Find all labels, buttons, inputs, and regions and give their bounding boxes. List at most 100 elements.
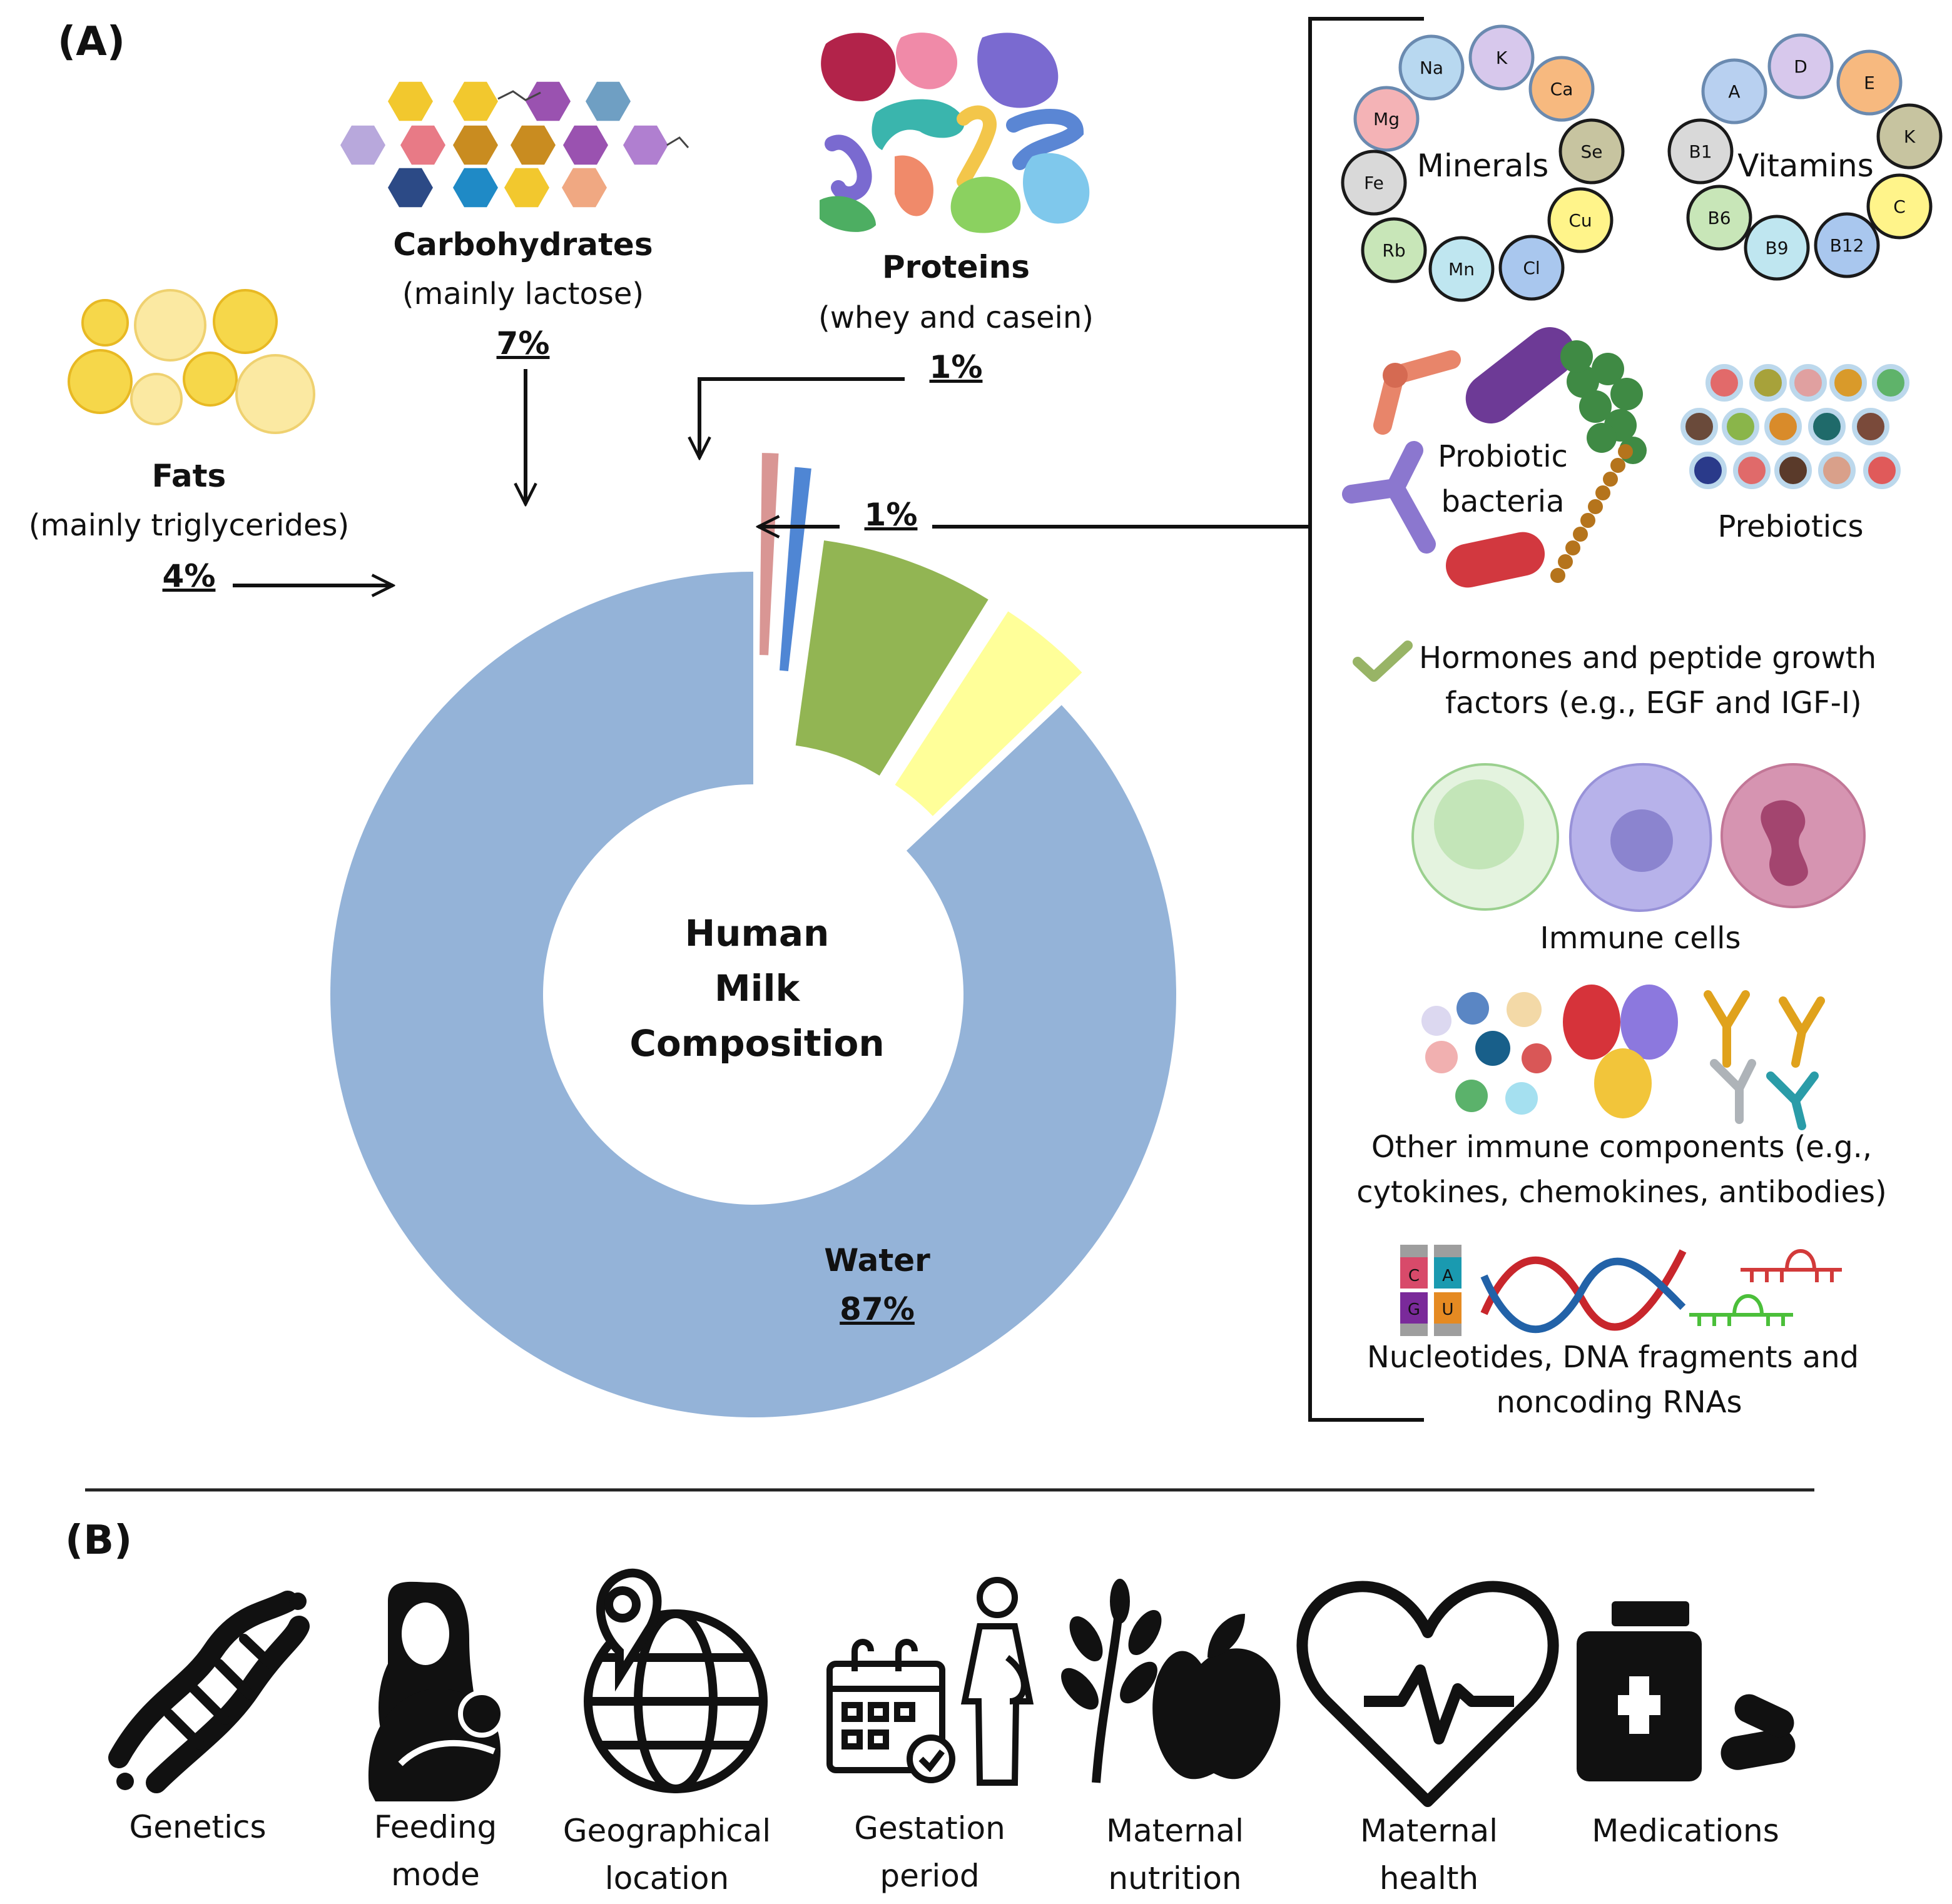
nucleotide-letter-a: A: [1442, 1267, 1453, 1285]
proteins-pct: 1%: [930, 349, 983, 385]
factor-nutrition-label-line-2: nutrition: [1108, 1860, 1241, 1896]
vitamins-symbol: C: [1893, 196, 1906, 217]
breastfeeding-icon: [368, 1581, 506, 1801]
minerals-symbol: Mn: [1448, 259, 1475, 280]
nucleotides-label-line-1: Nucleotides, DNA fragments and: [1367, 1340, 1859, 1375]
donut-slice-other-components: [760, 453, 779, 656]
vitamins-badge: B1: [1667, 118, 1734, 185]
vitamins-badge: B9: [1744, 215, 1810, 281]
minerals-title: Minerals: [1417, 148, 1549, 184]
prebiotic-bead: [1808, 408, 1846, 445]
prebiotic-bead: [1818, 452, 1856, 489]
carbohydrate-hexagon: [388, 81, 433, 121]
vitamins-symbol: B6: [1707, 208, 1731, 228]
minerals-badge: Se: [1558, 118, 1625, 185]
probiotic-bacteria-icon: [1342, 327, 1647, 588]
factor-health-label-line-2: health: [1380, 1860, 1478, 1896]
minerals-symbol: Se: [1581, 141, 1603, 162]
minerals-symbol: Rb: [1382, 240, 1405, 261]
factor-gestation-label-line-2: period: [880, 1858, 979, 1894]
factor-medications-label: Medications: [1592, 1813, 1779, 1849]
heartbeat-icon: [1296, 1581, 1559, 1807]
proteins-detail: (whey and casein): [818, 300, 1094, 335]
other-immune-label-line-2: cytokines, chemokines, antibodies): [1356, 1175, 1887, 1210]
factor-genetics-label: Genetics: [130, 1809, 267, 1845]
carbohydrates-pct: 7%: [497, 325, 550, 362]
minerals-badge: Rb: [1361, 217, 1427, 283]
carbohydrate-hexagon: [526, 81, 571, 121]
prebiotic-bead: [1680, 408, 1718, 445]
carbohydrate-chain-icon: [340, 81, 689, 208]
vitamins-symbol: A: [1728, 81, 1740, 102]
factor-gestation-label-line-1: Gestation: [854, 1810, 1005, 1846]
carbohydrate-hexagon: [340, 125, 385, 165]
nucleotide-letter-u: U: [1441, 1300, 1453, 1319]
fats-pct: 4%: [163, 558, 216, 594]
vitamins-title: Vitamins: [1737, 148, 1874, 184]
minerals-symbol: Na: [1420, 58, 1443, 78]
minerals-symbol: Mg: [1373, 109, 1400, 129]
protein-structures-icon: [820, 33, 1090, 233]
factor-geographical-label-line-2: location: [605, 1860, 729, 1896]
nucleotide-blocks-icon: C A G U: [1400, 1245, 1461, 1336]
water-label: Water: [824, 1242, 930, 1279]
other-immune-label-line-1: Other immune components (e.g.,: [1371, 1130, 1872, 1165]
factor-geographical-label-line-1: Geographical: [563, 1813, 771, 1849]
other-components-pct: 1%: [865, 497, 918, 533]
minerals-badge: Mn: [1428, 236, 1495, 302]
prebiotic-bead: [1789, 364, 1827, 402]
minerals-badge: Cl: [1498, 235, 1565, 301]
vitamins-symbol: E: [1864, 73, 1875, 93]
carbohydrate-hexagon: [563, 125, 608, 165]
donut-center-label-line-1: Human: [685, 912, 830, 955]
carbohydrate-hexagon: [562, 168, 607, 208]
carbohydrates-label: Carbohydrates: [393, 226, 653, 263]
prebiotics-label: Prebiotics: [1717, 509, 1863, 544]
medicine-bottle-icon: [1577, 1601, 1796, 1781]
globe-pin-icon: [584, 1568, 768, 1793]
minerals-symbol: Ca: [1550, 79, 1573, 99]
carbohydrate-hexagon: [453, 81, 498, 121]
vitamins-symbol: B12: [1830, 235, 1864, 256]
vitamins-badge: B12: [1814, 212, 1880, 278]
nucleotide-letter-c: C: [1408, 1267, 1420, 1285]
fat-droplets-icon: [68, 289, 315, 434]
vitamins-symbol: D: [1794, 56, 1807, 77]
check-icon: [1353, 641, 1413, 682]
prebiotic-bead: [1852, 408, 1889, 445]
carbohydrate-hexagon: [453, 168, 498, 208]
donut-slice-proteins: [779, 467, 811, 672]
prebiotic-bead: [1764, 408, 1802, 445]
donut-center-label-line-3: Composition: [629, 1022, 884, 1065]
carbohydrate-hexagon: [623, 125, 668, 165]
vitamins-badge: E: [1836, 49, 1903, 116]
nucleotides-label-line-2: noncoding RNAs: [1496, 1385, 1742, 1420]
minerals-symbol: Cl: [1523, 258, 1540, 278]
proteins-label: Proteins: [882, 249, 1030, 285]
carbohydrate-hexagon: [511, 125, 556, 165]
immune-cells-label: Immune cells: [1540, 921, 1741, 956]
prebiotic-bead: [1705, 364, 1743, 402]
panel-b-label: (B): [65, 1517, 132, 1564]
factor-health-label-line-1: Maternal: [1360, 1813, 1498, 1849]
donut-chart: [330, 453, 1177, 1417]
proteins-arrow: [699, 377, 905, 458]
minerals-symbol: Fe: [1364, 173, 1384, 193]
dna-icon: [108, 1591, 310, 1793]
vitamins-badge: K: [1876, 103, 1943, 170]
vitamins-badge: D: [1767, 33, 1834, 99]
nucleotide-letter-g: G: [1408, 1300, 1420, 1319]
prebiotic-bead: [1749, 364, 1787, 402]
vitamins-symbol: B9: [1765, 238, 1788, 258]
calendar-pregnant-icon: [826, 1577, 1034, 1786]
hormones-label-line-2: factors (e.g., EGF and IGF-I): [1445, 686, 1862, 721]
minerals-symbol: Cu: [1568, 210, 1592, 231]
panel-a-label: (A): [58, 19, 125, 65]
vitamins-symbol: B1: [1689, 141, 1712, 162]
carbohydrate-hexagon: [388, 168, 433, 208]
carbohydrate-hexagon: [504, 168, 549, 208]
fats-detail: (mainly triglycerides): [29, 508, 349, 543]
